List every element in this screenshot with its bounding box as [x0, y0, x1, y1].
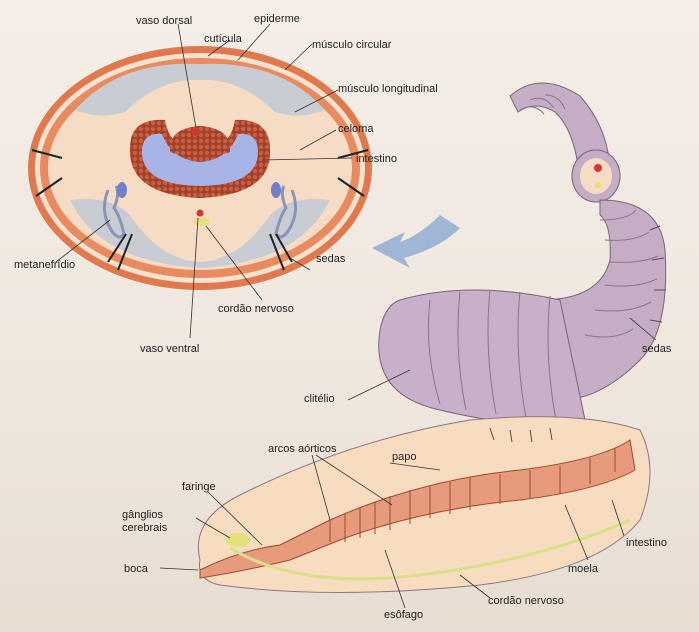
- label-musculo-longitudinal: músculo longitudinal: [338, 83, 438, 95]
- ventral-vessel: [197, 210, 204, 217]
- label-clitelio: clitélio: [304, 393, 335, 405]
- label-boca: boca: [124, 563, 149, 575]
- label-cordao-nervoso-cross: cordão nervoso: [218, 303, 294, 315]
- clitellum: [379, 290, 585, 423]
- label-ganglios-2: cerebrais: [122, 522, 168, 534]
- label-intestino-worm: intestino: [626, 537, 667, 549]
- label-vaso-ventral: vaso ventral: [140, 343, 199, 355]
- label-faringe: faringe: [182, 481, 216, 493]
- nerve-cord: [194, 218, 210, 226]
- label-esofago: esôfago: [384, 609, 423, 621]
- label-vaso-dorsal: vaso dorsal: [136, 15, 192, 27]
- label-cordao-nervoso-worm: cordão nervoso: [488, 595, 564, 607]
- label-metanefridio: metanefrídio: [14, 259, 75, 271]
- label-moela: moela: [568, 563, 599, 575]
- label-cuticula: cutícula: [204, 33, 243, 45]
- label-sedas-worm: sedas: [642, 343, 672, 355]
- label-musculo-circular: músculo circular: [312, 39, 392, 51]
- label-sedas-cross: sedas: [316, 253, 346, 265]
- label-celoma: celoma: [338, 123, 374, 135]
- cerebral-ganglia: [226, 533, 250, 547]
- mini-cross-section: [594, 164, 602, 172]
- label-ganglios-1: gânglios: [122, 509, 163, 521]
- label-arcos-aorticos: arcos aórticos: [268, 443, 337, 455]
- dorsal-vessel: [192, 128, 200, 136]
- label-epiderme: epiderme: [254, 13, 300, 25]
- label-papo: papo: [392, 451, 416, 463]
- direction-arrow: [372, 215, 460, 268]
- label-intestino-cross: intestino: [356, 153, 397, 165]
